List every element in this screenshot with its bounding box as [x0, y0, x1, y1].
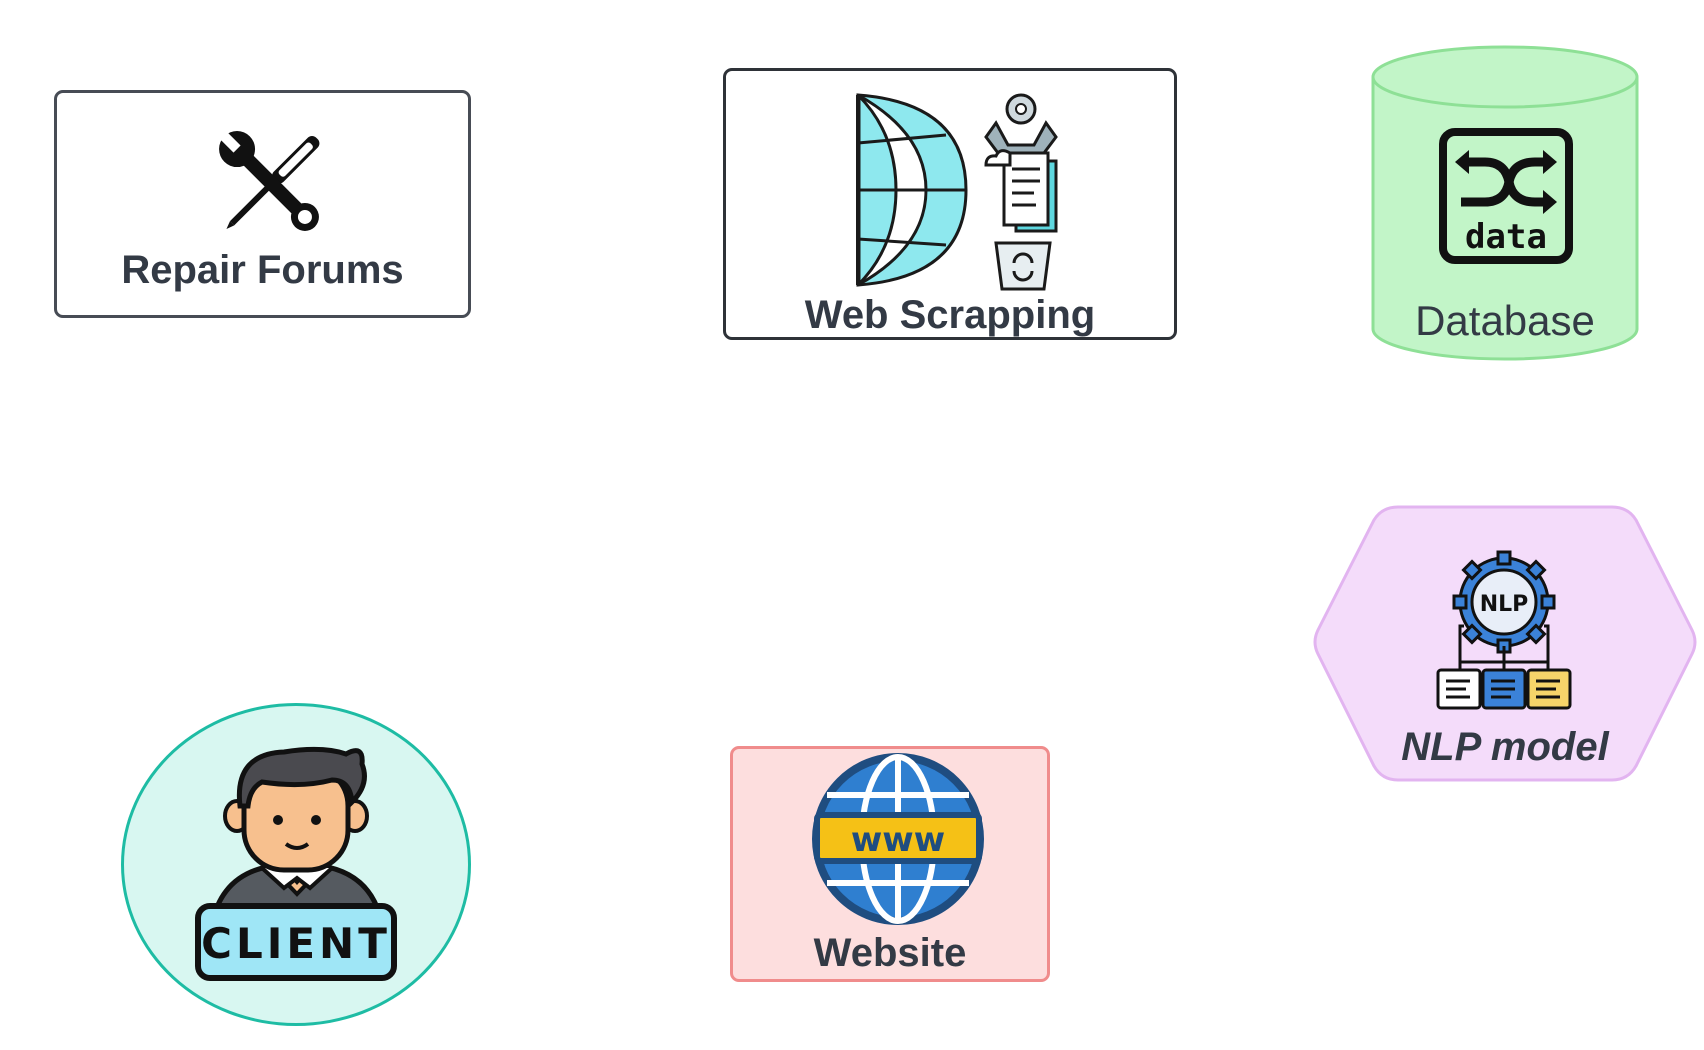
tools-icon [219, 131, 320, 231]
website-node[interactable]: www Website [730, 746, 1050, 982]
client-person-icon: CLIENT [195, 746, 397, 981]
database-label: Database [1415, 297, 1595, 344]
data-shuffle-icon: data [1439, 128, 1573, 264]
nlp-model-label: NLP model [1401, 725, 1609, 769]
repair-forums-label: Repair Forums [121, 248, 404, 292]
nlp-model-node[interactable]: NLP NLP model [1310, 504, 1700, 794]
nlp-icon-text: NLP [1480, 592, 1529, 617]
web-scrapping-label: Web Scrapping [804, 293, 1096, 337]
client-badge-text: CLIENT [201, 919, 391, 968]
web-scrapping-node[interactable]: Web Scrapping [723, 68, 1177, 340]
www-globe-icon: www [812, 753, 984, 925]
web-scraping-icon [856, 93, 1058, 291]
nlp-gear-icon: NLP [1436, 550, 1572, 710]
website-label: Website [813, 931, 967, 975]
database-node[interactable]: data Database [1370, 44, 1640, 362]
www-icon-text: www [851, 820, 945, 860]
data-icon-text: data [1465, 217, 1547, 257]
client-node[interactable]: CLIENT [121, 703, 471, 1026]
repair-forums-node[interactable]: Repair Forums [54, 90, 471, 318]
